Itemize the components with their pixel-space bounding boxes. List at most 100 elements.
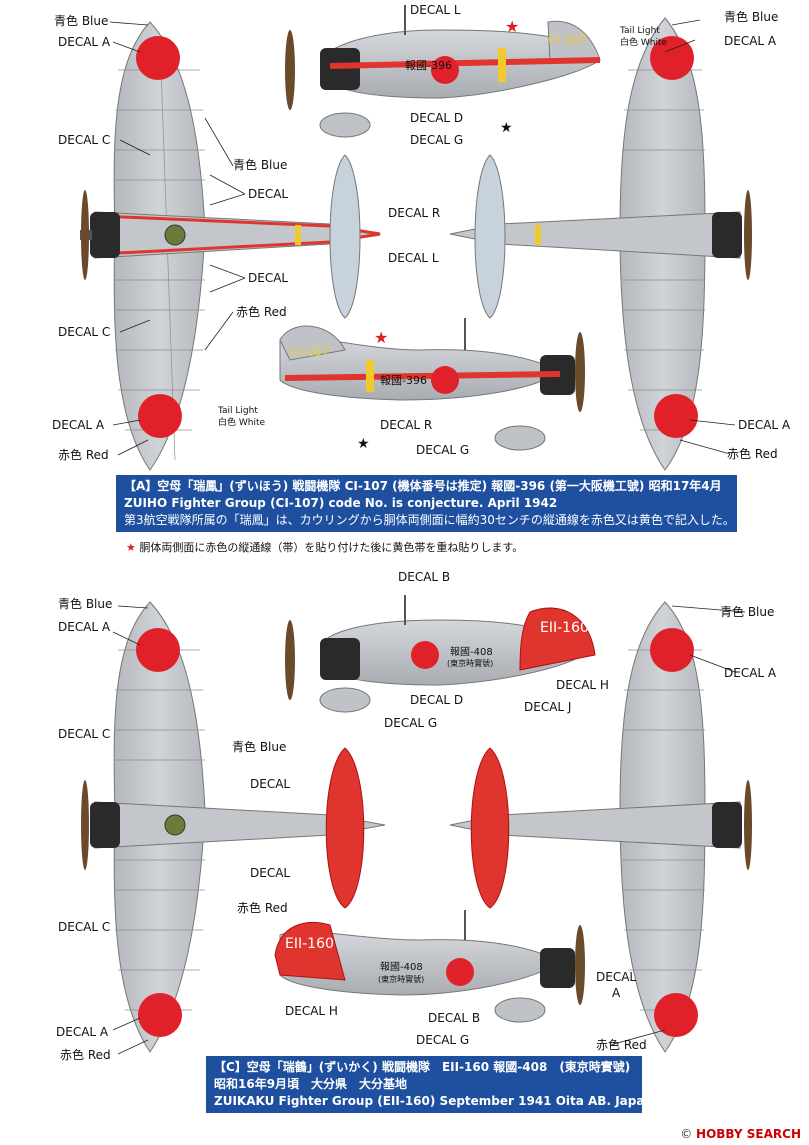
label-decal-b: DECAL B	[428, 1011, 481, 1025]
svg-text:CI-107: CI-107	[548, 33, 587, 47]
top-side-view-right: CI-107 報國-396 ★ ★	[279, 318, 585, 452]
label-decal: DECAL	[248, 187, 289, 201]
watermark: © HOBBY SEARCH	[680, 1127, 801, 1141]
label-tail-light: Tail Light	[620, 26, 660, 36]
label-decal-c: DECAL C	[58, 325, 111, 339]
banner-a-line: 第3航空戦隊所属の「瑞鳳」は、カウリングから胴体両側面に幅約30センチの縦通線を…	[124, 513, 735, 527]
label-decal-d: DECAL D	[410, 111, 464, 125]
propeller	[81, 190, 89, 280]
label-decal-g: DECAL G	[416, 443, 470, 457]
svg-text:報國-408: 報國-408	[450, 646, 493, 658]
hinomaru	[136, 36, 180, 80]
svg-text:報國-396: 報國-396	[380, 374, 427, 387]
label-decal-a: DECAL A	[56, 1025, 109, 1039]
label-blue-left: 青色 Blue	[54, 14, 109, 28]
label-decal-c: DECAL C	[58, 727, 111, 741]
hinomaru	[431, 56, 459, 84]
banner-a-line: 【A】空母「瑞鳳」(ずいほう) 戦闘機隊 CI-107 (機体番号は推定) 報國…	[124, 479, 722, 493]
label-decal-a: DECAL A	[58, 620, 111, 634]
note-text: 胴体両側面に赤色の縦通線（帯）を貼り付けた後に黄色帯を重ね貼りします。	[139, 541, 524, 554]
hinomaru	[446, 958, 474, 986]
label-decal-r: DECAL R	[380, 418, 433, 432]
label-tail-light: Tail Light	[218, 406, 258, 416]
hinomaru	[431, 366, 459, 394]
svg-text:(東京時實號): (東京時實號)	[447, 658, 493, 668]
copyright-icon: ©	[680, 1127, 693, 1141]
svg-text:★: ★	[374, 328, 388, 347]
label-decal-g: DECAL G	[410, 133, 464, 147]
svg-text:★: ★	[505, 17, 519, 36]
label-red: 赤色 Red	[58, 448, 109, 462]
watermark-brand: HOBBY SEARCH	[696, 1127, 801, 1141]
propeller	[744, 780, 752, 870]
hinomaru	[650, 36, 694, 80]
propeller	[575, 925, 585, 1005]
label-decal-c: DECAL C	[58, 133, 111, 147]
label-decal-h: DECAL H	[285, 1004, 338, 1018]
propeller	[744, 190, 752, 280]
label-decal-l: DECAL L	[388, 251, 439, 265]
top-left-wing-plan	[80, 21, 381, 471]
top-right-wing-plan	[449, 17, 752, 471]
label-decal-c: DECAL C	[58, 920, 111, 934]
note: ★ 胴体両側面に赤色の縦通線（帯）を貼り付けた後に黄色帯を重ね貼りします。	[126, 539, 523, 555]
banner-c-line: 昭和16年9月頃 大分県 大分基地	[214, 1077, 408, 1091]
svg-text:EII-160: EII-160	[285, 936, 334, 952]
svg-text:CI-107: CI-107	[290, 345, 329, 359]
banner-a: 【A】空母「瑞鳳」(ずいほう) 戦闘機隊 CI-107 (機体番号は推定) 報國…	[116, 475, 737, 532]
svg-text:報國-396: 報國-396	[405, 59, 452, 72]
label-decal-h: DECAL H	[556, 678, 609, 692]
label-decal-g: DECAL G	[384, 716, 438, 730]
pilot-headrest	[164, 224, 186, 246]
banner-c-line: ZUIKAKU Fighter Group (EII-160) Septembe…	[214, 1094, 653, 1108]
label-red: 赤色 Red	[237, 901, 288, 915]
svg-text:★: ★	[500, 120, 513, 136]
star-icon: ★	[126, 541, 136, 554]
label-white: 白色 White	[620, 38, 668, 48]
banner-a-line: ZUIHO Fighter Group (CI-107) code No. is…	[124, 496, 558, 510]
label-blue-right: 青色 Blue	[724, 10, 779, 24]
hinomaru	[138, 394, 182, 438]
label-decal-a: DECAL A	[724, 34, 777, 48]
pilot-headrest	[164, 814, 186, 836]
svg-text:報國-408: 報國-408	[380, 961, 423, 973]
propeller	[81, 780, 89, 870]
bottom-left-wing-plan	[81, 601, 386, 1053]
banner-c-line: 【C】空母「瑞鶴」(ずいかく) 戦闘機隊 EII-160 報國-408 (東京時…	[214, 1060, 631, 1074]
label-decal-j: DECAL J	[524, 700, 572, 714]
label-decal: DECAL	[250, 777, 291, 791]
svg-text:EII-160: EII-160	[540, 620, 589, 636]
hinomaru	[138, 993, 182, 1037]
propeller	[285, 30, 295, 110]
bottom-side-view-left: EII-160 報國-408 (東京時實號)	[285, 595, 596, 713]
top-side-view-left: CI-107 報國-396 ★ ★	[285, 5, 601, 138]
bottom-side-view-right: EII-160 報國-408 (東京時實號)	[274, 910, 585, 1023]
label-white: 白色 White	[218, 418, 266, 428]
label-decal-b: DECAL B	[398, 570, 451, 584]
svg-text:(東京時實號): (東京時實號)	[378, 974, 424, 984]
label-blue: 青色 Blue	[233, 158, 288, 172]
hinomaru	[650, 628, 694, 672]
banner-c: 【C】空母「瑞鶴」(ずいかく) 戦闘機隊 EII-160 報國-408 (東京時…	[206, 1056, 653, 1113]
label-decal-a-letter: A	[612, 986, 621, 1000]
label-red: 赤色 Red	[60, 1048, 111, 1062]
label-blue-left: 青色 Blue	[58, 597, 113, 611]
propeller	[575, 332, 585, 412]
label-decal-a: DECAL A	[58, 35, 111, 49]
label-decal: DECAL	[596, 970, 637, 984]
label-decal-d: DECAL D	[410, 693, 464, 707]
label-decal-a: DECAL A	[738, 418, 791, 432]
hinomaru	[411, 641, 439, 669]
label-decal: DECAL	[248, 271, 289, 285]
label-decal: DECAL	[250, 866, 291, 880]
bottom-right-wing-plan	[449, 601, 752, 1053]
label-red: 赤色 Red	[236, 305, 287, 319]
label-blue: 青色 Blue	[232, 740, 287, 754]
hinomaru	[136, 628, 180, 672]
label-decal-g: DECAL G	[416, 1033, 470, 1047]
label-decal-a: DECAL A	[724, 666, 777, 680]
propeller	[285, 620, 295, 700]
label-decal-l: DECAL L	[410, 3, 461, 17]
leader-lines	[109, 19, 746, 1055]
